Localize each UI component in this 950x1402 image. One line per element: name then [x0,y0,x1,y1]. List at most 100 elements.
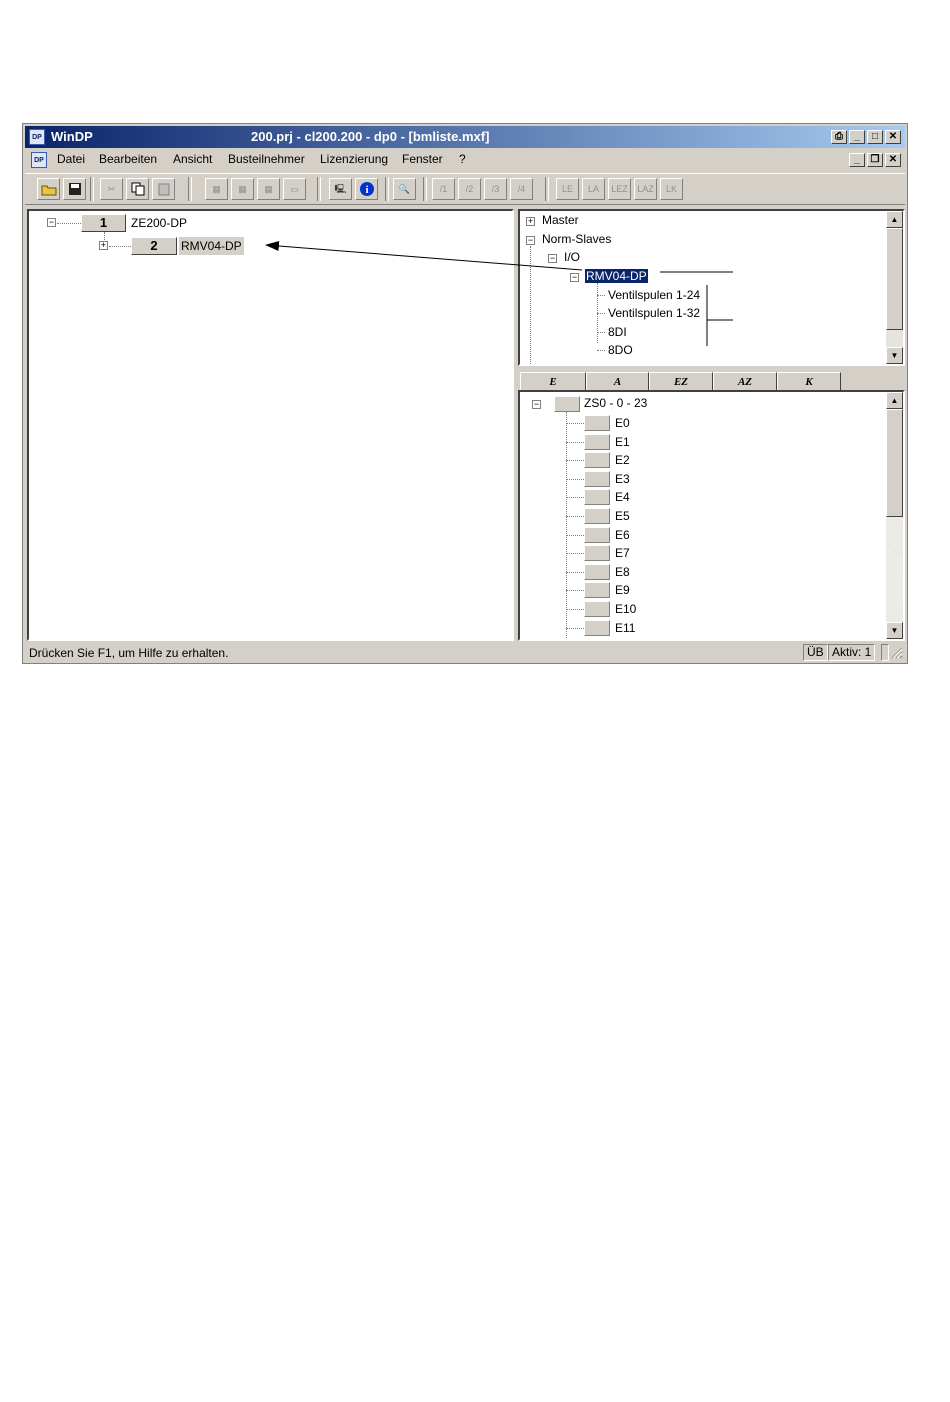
io-item-box[interactable] [584,508,610,524]
scroll-thumb[interactable] [886,228,903,330]
menu-busteilnehmer[interactable]: Busteilnehmer [228,152,305,166]
io-item-row[interactable]: E3 [520,470,880,488]
io-item-box[interactable] [584,470,610,487]
io-item-box[interactable] [584,433,610,450]
menu-datei[interactable]: Datei [57,152,86,166]
io-root-label[interactable]: ZS0 - 0 - 23 [584,396,648,410]
collapse-icon[interactable]: − [548,253,557,263]
assign-a-button[interactable]: LA [582,178,605,200]
slot-4-button[interactable]: /4 [510,178,533,200]
paste-icon[interactable] [152,178,175,200]
menu-lizenzierung[interactable]: Lizenzierung [320,152,389,166]
menu-bearbeiten[interactable]: Bearbeiten [99,152,158,166]
assign-az-button[interactable]: LAZ [634,178,657,200]
cut-icon[interactable]: ✂ [100,178,123,200]
windp-app-icon[interactable]: DP [29,129,45,145]
assign-k-button[interactable]: LK [660,178,683,200]
io-item-label[interactable]: E4 [615,490,630,505]
menu-fenster[interactable]: Fenster [402,152,443,166]
scroll-thumb[interactable] [886,409,903,517]
io-item-box[interactable] [584,545,610,562]
io-item-row[interactable]: E7 [520,544,880,562]
print-icon[interactable]: ⎙ [831,130,847,144]
assign-e-button[interactable]: LE [556,178,579,200]
io-item-box[interactable] [584,563,610,580]
module-icon-4[interactable]: ▭ [283,178,306,200]
io-item-row[interactable]: E6 [520,526,880,544]
slot-3-button[interactable]: /3 [484,178,507,200]
menu-ansicht[interactable]: Ansicht [173,152,213,166]
catalog-scrollbar[interactable]: ▲ ▼ [886,211,903,364]
copy-icon[interactable] [126,178,149,200]
title-bar[interactable]: DP WinDP 200.prj - cl200.200 - dp0 - [bm… [25,126,905,148]
scroll-down-icon[interactable]: ▼ [886,347,903,364]
document-icon[interactable]: DP [31,152,47,168]
root-box[interactable] [554,396,580,412]
io-item-row[interactable]: E11 [520,619,880,637]
io-item-label[interactable]: E7 [615,546,630,561]
doc-minimize-button[interactable]: _ [849,153,865,167]
io-item-row[interactable]: E9 [520,581,880,599]
io-item-label[interactable]: E11 [615,620,636,635]
resize-grip-icon[interactable] [889,645,903,659]
minimize-button[interactable]: _ [849,130,865,144]
catalog-tree-pane[interactable]: + Master − Norm-Slaves − I/O − RMV04-DP … [518,209,905,366]
io-item-row[interactable]: E8 [520,563,880,581]
io-item-row[interactable]: E2 [520,451,880,469]
catalog-io[interactable]: I/O [564,250,581,264]
io-item-box[interactable] [584,452,610,469]
io-item-row[interactable]: E0 [520,414,880,432]
io-item-label[interactable]: E6 [615,527,630,542]
collapse-icon[interactable]: − [526,235,535,245]
scroll-down-icon[interactable]: ▼ [886,622,903,639]
io-item-box[interactable] [584,489,610,506]
collapse-icon[interactable]: − [570,272,579,282]
io-item-row[interactable]: E1 [520,433,880,451]
close-button[interactable]: ✕ [885,130,901,144]
module-icon-3[interactable]: ▦ [257,178,280,200]
node-label-rmv04[interactable]: RMV04-DP [179,237,244,255]
catalog-child[interactable]: Ventilspulen 1-24 [608,288,701,302]
slot-1-button[interactable]: /1 [432,178,455,200]
io-item-row[interactable]: E10 [520,600,880,618]
io-item-row[interactable]: E4 [520,488,880,506]
io-item-label[interactable]: E0 [615,416,630,430]
io-item-label[interactable]: E5 [615,509,630,523]
io-item-label[interactable]: E9 [615,583,630,598]
search-icon[interactable]: 🔍 [393,178,416,200]
io-item-label[interactable]: E1 [615,434,630,449]
io-item-label[interactable]: E3 [615,471,630,486]
io-scrollbar[interactable]: ▲ ▼ [886,392,903,639]
catalog-child[interactable]: 8DO [608,343,633,357]
catalog-child[interactable]: Ventilspulen 1-32 [608,306,701,320]
expand-icon[interactable]: + [99,240,108,250]
node-label-ze200[interactable]: ZE200-DP [131,216,188,230]
io-item-box[interactable] [584,415,610,431]
collapse-icon[interactable]: − [532,399,541,409]
catalog-norm-slaves[interactable]: Norm-Slaves [542,232,612,246]
expand-icon[interactable]: + [526,216,535,226]
module-icon-2[interactable]: ▦ [231,178,254,200]
collapse-icon[interactable]: − [47,217,56,227]
node-number-2[interactable]: 2 [131,237,177,255]
info-icon[interactable]: i [355,178,378,200]
io-item-label[interactable]: E10 [615,602,637,616]
save-icon[interactable] [63,178,86,200]
io-item-label[interactable]: E2 [615,453,630,468]
scroll-up-icon[interactable]: ▲ [886,211,903,228]
open-folder-icon[interactable] [37,178,60,200]
scroll-up-icon[interactable]: ▲ [886,392,903,409]
menu-help[interactable]: ? [459,152,466,166]
catalog-master[interactable]: Master [542,213,579,227]
bus-tree-pane[interactable]: − 1 ZE200-DP + 2 RMV04-DP [27,209,514,641]
node-number-1[interactable]: 1 [81,214,126,232]
doc-restore-button[interactable]: ❐ [867,153,883,167]
network-icon[interactable]: 🖳 [329,178,352,200]
catalog-child[interactable]: 8DI [608,325,627,339]
assign-ez-button[interactable]: LEZ [608,178,631,200]
io-item-label[interactable]: E8 [615,564,630,579]
io-item-box[interactable] [584,619,610,636]
io-item-box[interactable] [584,526,610,543]
io-item-box[interactable] [584,582,610,599]
